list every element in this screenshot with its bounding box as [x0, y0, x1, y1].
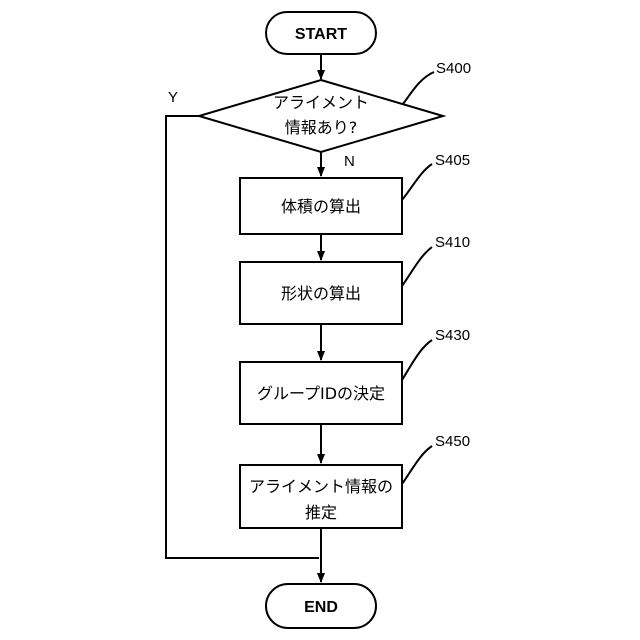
s400-leader [403, 72, 434, 104]
decision-diamond: アライメント 情報あり? [199, 80, 443, 152]
process-box-s430: グループIDの決定 [240, 362, 402, 424]
s410-leader [402, 247, 432, 286]
s410-label: S410 [435, 234, 470, 251]
process-box-s450: アライメント情報の 推定 [240, 465, 402, 528]
decision-label-line1: アライメント [273, 93, 369, 112]
s450-leader [402, 446, 432, 484]
process-box-s410: 形状の算出 [240, 262, 402, 324]
s450-label: S450 [435, 433, 470, 450]
yes-label: Y [168, 89, 178, 106]
s430-leader [402, 340, 432, 380]
s450-text-line1: アライメント情報の [249, 477, 393, 496]
s405-label: S405 [435, 152, 470, 169]
s405-leader [402, 164, 432, 200]
decision-label-line2: 情報あり? [285, 118, 358, 137]
s400-label: S400 [436, 60, 471, 77]
s410-text: 形状の算出 [281, 284, 361, 303]
end-label: END [304, 599, 338, 616]
s405-text: 体積の算出 [281, 197, 361, 216]
s450-text-line2: 推定 [305, 503, 337, 522]
s430-label: S430 [435, 327, 470, 344]
end-terminal: END [266, 584, 376, 628]
process-box-s405: 体積の算出 [240, 178, 402, 234]
no-label: N [344, 153, 355, 170]
start-terminal: START [266, 12, 376, 54]
s430-text: グループIDの決定 [257, 384, 385, 403]
start-label: START [295, 26, 347, 43]
